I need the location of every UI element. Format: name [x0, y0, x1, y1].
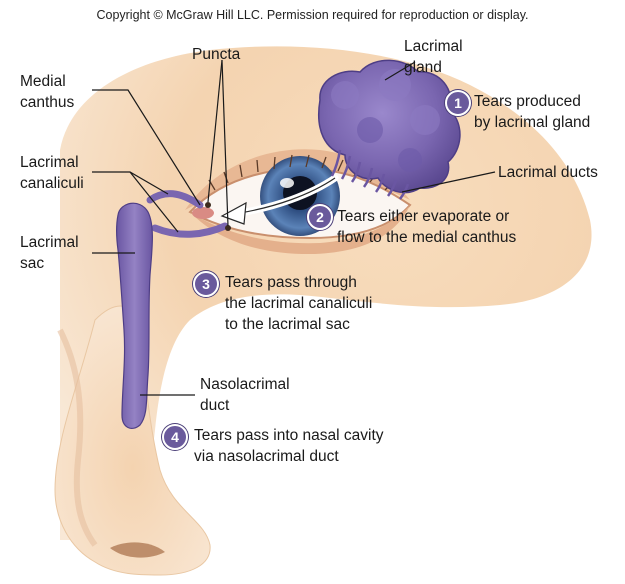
eye-highlight: [280, 178, 294, 188]
nose-shadow: [57, 328, 98, 547]
lacrimal-gland-shape: [318, 59, 461, 194]
label-lacrimal-ducts: Lacrimal ducts: [498, 164, 598, 181]
lower-punctum: [225, 225, 231, 231]
step-3-badge: 3: [193, 271, 219, 297]
caruncle: [192, 207, 214, 219]
step-1-badge: 1: [445, 90, 471, 116]
leader-ducts: [401, 171, 496, 193]
tear-flow-arrowhead: [220, 201, 247, 225]
face-skin: [60, 46, 592, 540]
label-lacrimal-canaliculi: Lacrimal canaliculi: [20, 154, 84, 192]
copyright-notice: Copyright © McGraw Hill LLC. Permission …: [96, 8, 529, 22]
label-puncta: Puncta: [192, 46, 241, 63]
label-nasolacrimal-duct: Nasolacrimal duct: [200, 376, 290, 414]
leader-lines: [92, 59, 496, 396]
step-4-badge: 4: [162, 424, 188, 450]
lacrimal-duct-lines: [330, 149, 410, 200]
label-medial-canthus: Medial canthus: [20, 73, 75, 111]
leader-canaliculi-b: [129, 171, 179, 233]
nostril: [110, 542, 165, 558]
step-2-badge: 2: [307, 204, 333, 230]
step-1-text: Tears produced by lacrimal gland: [474, 93, 591, 131]
lacrimal-sac-duct: [115, 202, 153, 429]
leader-puncta-a: [207, 59, 223, 203]
label-lacrimal-sac: Lacrimal sac: [20, 234, 79, 272]
label-lacrimal-gland: Lacrimal gland: [404, 38, 463, 76]
upper-canaliculus: [146, 190, 204, 209]
step-2-text: Tears either evaporate or flow to the me…: [337, 208, 517, 246]
leader-medial-canthus: [92, 89, 201, 206]
leader-gland: [384, 61, 416, 81]
lower-canaliculus: [151, 222, 229, 238]
leader-puncta-b: [221, 59, 229, 227]
eyelid-lower: [190, 205, 410, 255]
step-3-text: Tears pass through the lacrimal canalicu…: [225, 274, 373, 333]
upper-punctum: [205, 202, 211, 208]
step-4-text: Tears pass into nasal cavity via nasolac…: [194, 427, 384, 465]
